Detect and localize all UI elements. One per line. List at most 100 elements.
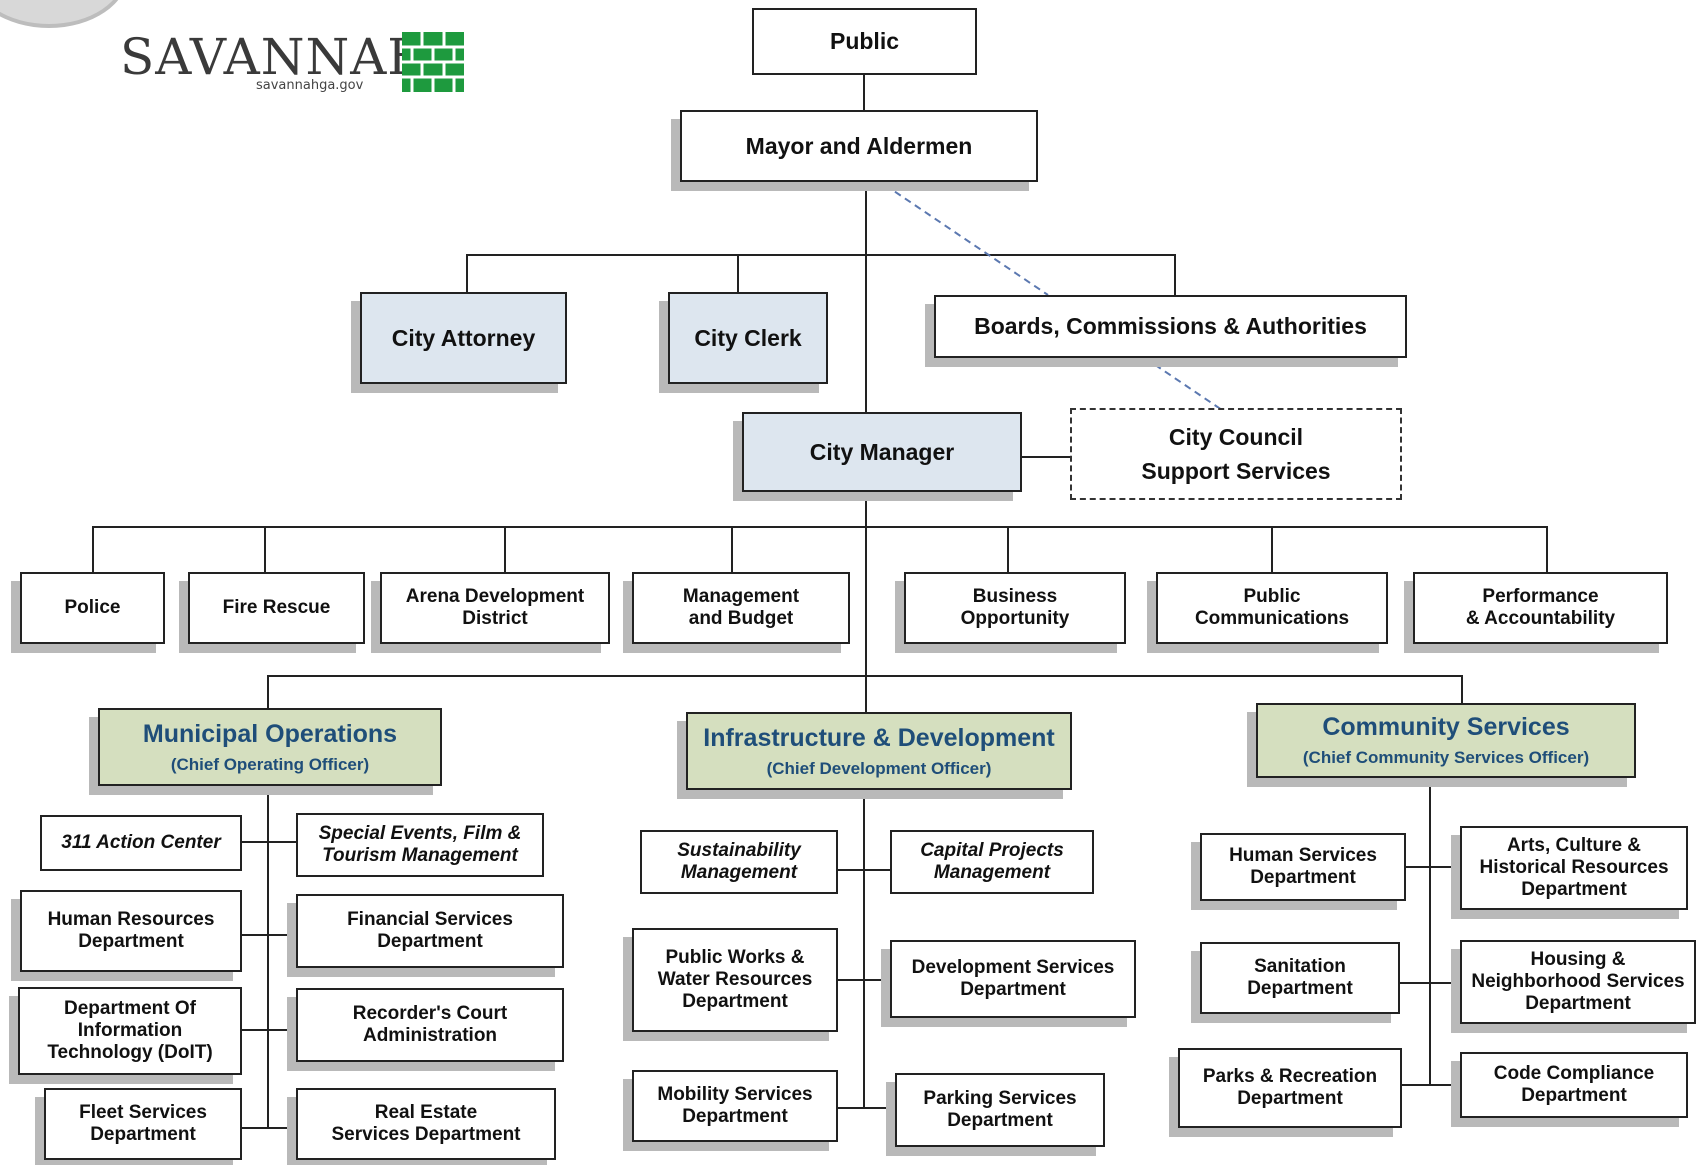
department-label: Sanitation [1254,956,1346,978]
department-label: Department [947,1110,1053,1131]
department-label: Management [933,862,1051,883]
department-box: Special Events, Film & Tourism Managemen… [296,813,544,877]
office-label: Fire Rescue [222,597,331,619]
office-label: Communications [1194,608,1350,629]
mayor-label: Mayor and Aldermen [745,132,973,159]
department-label: Department [90,1124,196,1145]
office-label: Performance [1482,586,1599,608]
department-label: Parks & Recreation [1202,1066,1378,1088]
department-label: Human Resources [47,909,215,931]
city-manager-box: City Manager [742,412,1022,492]
office-label: Arena Development [405,586,585,608]
group-officer: (Chief Community Services Officer) [1302,748,1590,768]
department-box: Development Services Department [890,940,1136,1018]
office-label: District [462,608,528,629]
department-label: Department [1525,992,1631,1014]
department-box: Arts, Culture & Historical Resources Dep… [1460,826,1688,910]
department-label: Real Estate [374,1102,478,1124]
department-label: Department Of [64,998,196,1020]
department-box: Sustainability Management [640,830,838,894]
department-box: Fleet Services Department [44,1088,242,1160]
office-label: & Accountability [1465,608,1616,629]
city-attorney-label: City Attorney [391,324,536,351]
department-box: Mobility Services Department [632,1070,838,1142]
department-label: Department [682,990,788,1012]
department-box: 311 Action Center [40,815,242,871]
community-services-box: Community Services (Chief Community Serv… [1256,703,1636,778]
group-officer: (Chief Development Officer) [766,758,992,778]
council-support-line: Support Services [1141,458,1331,484]
department-label: Housing & [1530,949,1626,971]
connector [267,675,1463,708]
department-label: Department [1237,1088,1343,1109]
department-label: Sustainability [677,840,801,862]
logo-url: savannahga.gov [256,78,364,93]
department-label: Human Services [1229,845,1377,867]
office-label: Public [1243,586,1301,608]
department-label: Department [1521,1085,1627,1106]
office-label: and Budget [688,608,794,629]
department-label: Historical Resources [1479,857,1669,879]
dotted-connector [1144,357,1223,411]
city-attorney-box: City Attorney [360,292,567,384]
savannah-logo: SAVANNAH savannahga.gov [120,28,480,98]
department-label: Capital Projects [920,840,1064,862]
department-label: Department [1247,978,1353,999]
department-label: Department [960,979,1066,1000]
office-box: Performance & Accountability [1413,572,1668,644]
public-box: Public [752,8,977,75]
city-manager-label: City Manager [809,438,955,465]
public-label: Public [829,28,899,55]
department-label: Neighborhood Services [1471,971,1685,993]
office-label: Opportunity [960,608,1070,629]
department-label: Department [682,1106,788,1127]
office-box: Management and Budget [632,572,850,644]
department-label: Technology (DoIT) [47,1041,213,1063]
department-box: Real Estate Services Department [296,1088,556,1160]
department-label: Code Compliance [1493,1063,1655,1085]
city-clerk-box: City Clerk [668,292,828,384]
dotted-connector [884,184,1049,296]
department-label: Water Resources [657,969,813,991]
office-box: Fire Rescue [188,572,365,644]
department-box: Human Services Department [1200,833,1406,901]
connector [92,526,1548,572]
department-box: Code Compliance Department [1460,1052,1688,1118]
brick-wall-icon [402,32,464,92]
department-label: Parking Services [923,1088,1077,1110]
office-label: Business [972,586,1058,608]
city-clerk-label: City Clerk [694,324,802,351]
council-support-line: City Council [1168,423,1304,450]
department-box: Sanitation Department [1200,942,1400,1014]
department-label: Department [377,931,483,952]
department-label: Mobility Services [657,1084,813,1106]
department-label: Fleet Services [79,1102,207,1124]
department-label: Management [680,862,798,883]
department-box: Parks & Recreation Department [1178,1048,1402,1128]
department-label: Development Services [911,957,1115,979]
department-label: Recorder's Court [352,1003,508,1025]
department-label: 311 Action Center [61,832,221,854]
municipal-operations-box: Municipal Operations (Chief Operating Of… [98,708,442,786]
department-box: Public Works & Water Resources Departmen… [632,928,838,1032]
department-box: Recorder's Court Administration [296,988,564,1062]
city-council-support-box: City Council Support Services [1070,408,1402,500]
department-label: Administration [362,1025,498,1046]
department-box: Human Resources Department [20,890,242,972]
infrastructure-development-box: Infrastructure & Development (Chief Deve… [686,712,1072,790]
department-label: Special Events, Film & [318,823,522,845]
group-officer: (Chief Operating Officer) [170,754,370,774]
office-box: Business Opportunity [904,572,1126,644]
boards-label: Boards, Commissions & Authorities [974,313,1367,340]
department-box: Housing & Neighborhood Services Departme… [1460,940,1696,1024]
department-box: Department Of Information Technology (Do… [18,987,242,1075]
mayor-aldermen-box: Mayor and Aldermen [680,110,1038,182]
office-box: Arena Development District [380,572,610,644]
connector [466,254,1176,295]
department-label: Services Department [331,1124,521,1145]
department-label: Department [1521,878,1627,900]
department-label: Department [78,931,184,952]
department-box: Capital Projects Management [890,830,1094,894]
department-label: Department [1250,867,1356,888]
